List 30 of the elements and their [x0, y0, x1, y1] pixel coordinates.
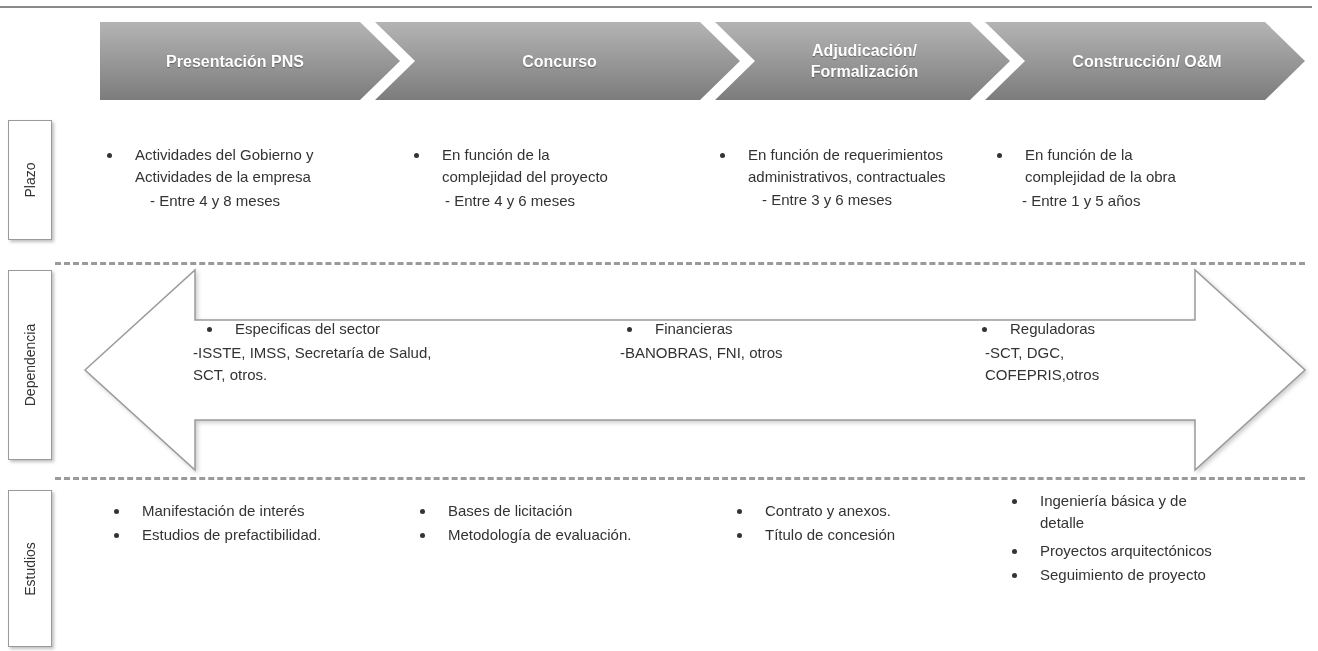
double-headed-arrow-shape: [85, 270, 1305, 470]
bullet-item: Reguladoras: [980, 318, 1210, 340]
item-detail: - Entre 4 y 8 meses: [150, 191, 282, 211]
bullet-item: Actividades del Gobierno y Actividades de la empresa: [105, 144, 390, 188]
bullet-item: En función de requerimientos administrativos, contractuales: [718, 144, 948, 188]
stage-title: Concurso: [521, 51, 598, 72]
bullet-item: Financieras: [625, 318, 855, 340]
row-header: Plazo: [22, 162, 38, 198]
stage-header-banner: [375, 22, 740, 100]
stage-header-banner: [985, 22, 1305, 100]
stage-title: Adjudicación/ Formalización: [809, 41, 920, 82]
bullet-item: En función de la complejidad del proyecto: [412, 144, 617, 188]
row-header-box: [8, 270, 52, 460]
item-detail: - Entre 1 y 5 años: [1022, 191, 1142, 211]
row-header-box: [8, 490, 52, 647]
item-detail: - Entre 3 y 6 meses: [762, 190, 894, 210]
item-detail: -BANOBRAS, FNI, otros: [620, 343, 784, 363]
stage-title: Construcción/ O&M: [1071, 51, 1223, 72]
item-detail: -ISSTE, IMSS, Secretaría de Salud, SCT, otros.: [193, 343, 433, 385]
bullet-item: Especificas del sector: [205, 318, 465, 340]
item-detail: - Entre 4 y 6 meses: [445, 191, 577, 211]
row-header: Dependencia: [22, 323, 38, 407]
item-detail: -SCT, DGC, COFEPRIS,otros: [985, 343, 1101, 385]
row-header-box: [8, 120, 52, 240]
row-header: Estudios: [22, 541, 38, 596]
bullet-item: En función de la complejidad de la obra: [995, 144, 1190, 188]
bullet-item: Seguimiento de proyecto: [1010, 564, 1300, 586]
stage-header-banner: [100, 22, 400, 100]
stage-title: Presentación PNS: [165, 51, 305, 72]
stage-header-banner: [715, 22, 1010, 100]
